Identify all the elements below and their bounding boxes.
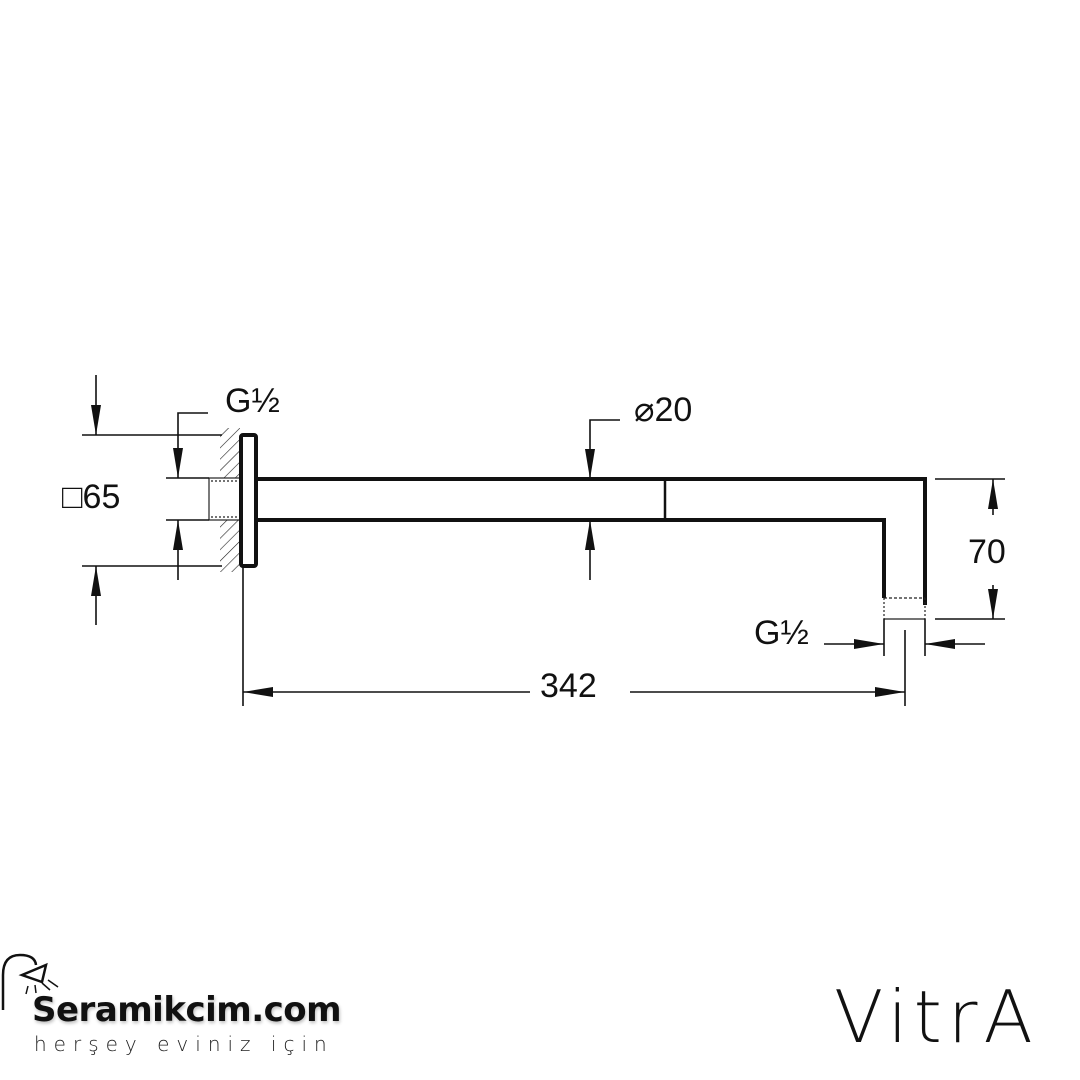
label-square-65: □65 bbox=[62, 478, 120, 516]
dimension-65 bbox=[82, 375, 222, 625]
label-outlet-thread: G½ bbox=[754, 614, 809, 652]
manufacturer-logo: VitrA bbox=[834, 975, 1039, 1059]
wall-flange bbox=[239, 433, 258, 568]
wall-hatch bbox=[220, 428, 240, 572]
label-height-70: 70 bbox=[968, 533, 1006, 571]
retailer-logo-text: Seramikcim.com bbox=[32, 990, 342, 1030]
shower-arm-pipe bbox=[256, 477, 927, 605]
shower-head-icon bbox=[1, 953, 59, 1010]
label-length-342: 342 bbox=[540, 667, 597, 705]
label-inlet-thread: G½ bbox=[225, 382, 280, 420]
dimension-342 bbox=[242, 566, 906, 706]
retailer-slogan: herşey eviniz için bbox=[34, 1032, 334, 1056]
dimension-70 bbox=[935, 478, 1005, 620]
label-diameter: ⌀20 bbox=[634, 391, 692, 429]
dimension-diameter bbox=[585, 419, 620, 580]
dimension-outlet-thread bbox=[824, 619, 985, 656]
dimension-inlet-thread bbox=[166, 412, 209, 580]
outlet-thread bbox=[883, 597, 926, 620]
inlet-thread bbox=[208, 477, 241, 521]
